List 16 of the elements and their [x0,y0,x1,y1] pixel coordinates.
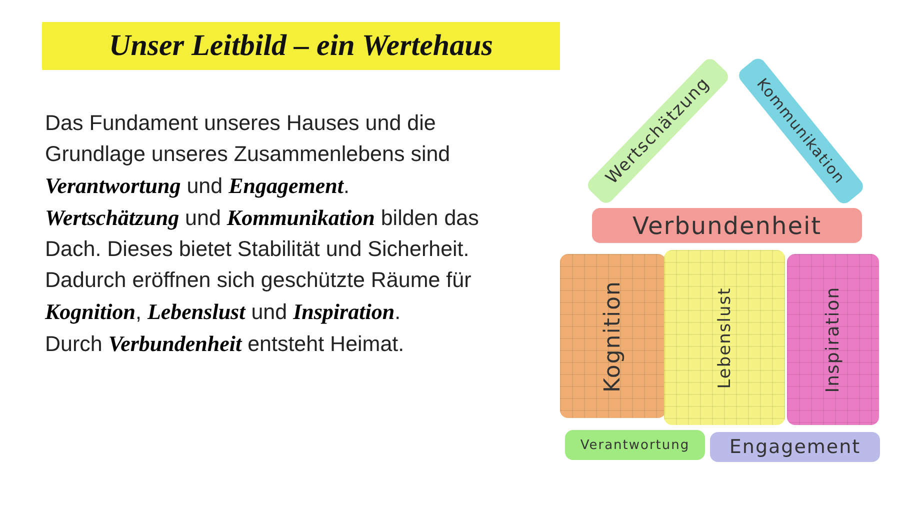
value-box [710,432,880,462]
value-label: Verbundenheit [632,212,822,240]
description-paragraph: Durch Verbundenheit entsteht Heimat. [45,330,406,358]
value-box [787,254,879,425]
description-paragraph: Wertschätzung und Kommunikation bilden das Dach. Dieses bietet Stabilität und Sicherheit. Dadurch eröffnen sich geschützte Räume für Kognition, Lebenslust und Inspiration. [45,204,480,326]
value-label: Verantwortung [580,438,690,452]
value-label: Kognition [600,280,626,392]
description-paragraph: Das Fundament unseres Hauses und die Grundlage unseres Zusammenlebens sind Verantwortung und Engagement. [45,110,452,200]
value-box [592,208,862,243]
value-label: Inspiration [822,286,844,393]
value-label: Lebenslust [714,286,734,388]
value-box [664,250,785,425]
value-box [565,430,705,460]
title: Unser Leitbild – ein Wertehaus [42,22,560,70]
value-box [560,254,666,418]
value-label: Engagement [729,436,861,458]
